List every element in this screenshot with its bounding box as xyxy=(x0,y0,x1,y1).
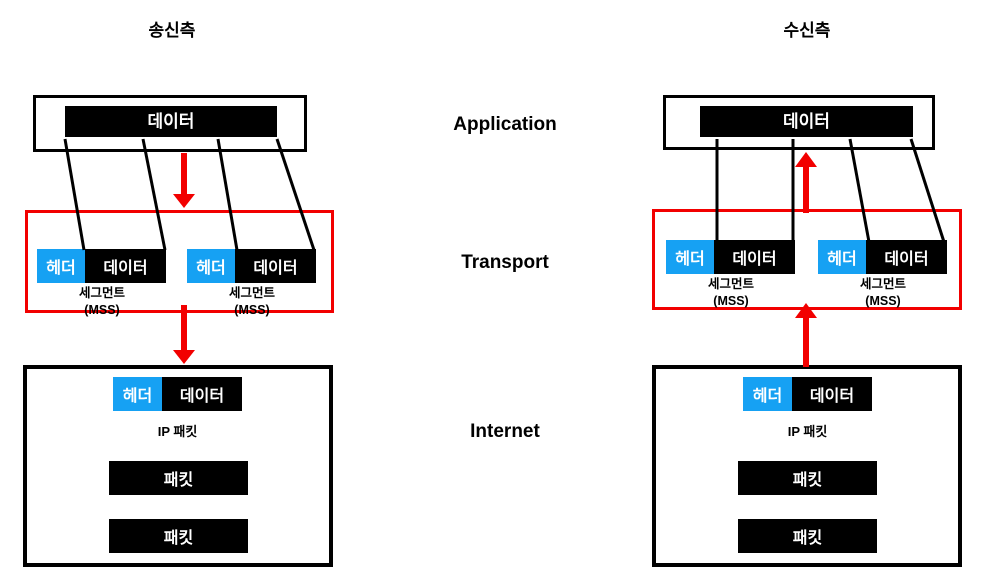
header-block: 헤더 xyxy=(187,249,235,283)
packet-block: 패킷 xyxy=(738,519,877,553)
down-arrow-icon xyxy=(173,153,195,208)
data-block: 데이터 xyxy=(700,106,913,137)
receiver-internet-box: 헤더 데이터 IP 패킷 패킷 패킷 xyxy=(652,365,962,567)
mss-label: (MSS) xyxy=(865,294,901,308)
data-block: 데이터 xyxy=(85,249,166,283)
segment-label: 세그먼트 xyxy=(859,277,906,291)
segment-1: 헤더 데이터 세그먼트 (MSS) xyxy=(37,249,167,319)
data-block: 데이터 xyxy=(792,377,872,411)
ip-packet-row: 헤더 데이터 xyxy=(113,377,242,411)
segment-label: 세그먼트 xyxy=(707,277,754,291)
segment-2: 헤더 데이터 세그먼트 (MSS) xyxy=(818,240,948,310)
data-block: 데이터 xyxy=(866,240,947,274)
sender-internet-box: 헤더 데이터 IP 패킷 패킷 패킷 xyxy=(23,365,333,567)
mss-label: (MSS) xyxy=(84,303,120,317)
segment-2: 헤더 데이터 세그먼트 (MSS) xyxy=(187,249,317,319)
mss-label: (MSS) xyxy=(234,303,270,317)
sender-transport-box: 헤더 데이터 세그먼트 (MSS) 헤더 데이터 세그먼트 (MSS) xyxy=(25,210,334,317)
header-block: 헤더 xyxy=(113,377,162,411)
ip-packet-row: 헤더 데이터 xyxy=(743,377,872,411)
header-block: 헤더 xyxy=(666,240,714,274)
sender-title: 송신측 xyxy=(148,21,196,40)
data-block: 데이터 xyxy=(65,106,277,137)
header-block: 헤더 xyxy=(37,249,85,283)
packet-block: 패킷 xyxy=(738,461,877,495)
header-block: 헤더 xyxy=(818,240,866,274)
mss-label: (MSS) xyxy=(713,294,749,308)
receiver-transport-box: 헤더 데이터 세그먼트 (MSS) 헤더 데이터 세그먼트 (MSS) xyxy=(652,209,962,310)
packet-block: 패킷 xyxy=(109,461,248,495)
up-arrow-icon xyxy=(795,303,817,367)
sender-application-box: 데이터 xyxy=(33,95,307,152)
ip-packet-label: IP 패킷 xyxy=(157,424,198,439)
receiver-application-box: 데이터 xyxy=(663,95,935,150)
data-block: 데이터 xyxy=(162,377,242,411)
ip-packet-label: IP 패킷 xyxy=(787,424,828,439)
data-block: 데이터 xyxy=(235,249,316,283)
receiver-title: 수신측 xyxy=(783,21,831,40)
segment-label: 세그먼트 xyxy=(78,286,125,300)
segment-1: 헤더 데이터 세그먼트 (MSS) xyxy=(666,240,796,310)
segment-label: 세그먼트 xyxy=(228,286,275,300)
header-block: 헤더 xyxy=(743,377,792,411)
layer-label-application: Application xyxy=(453,114,557,135)
layer-label-internet: Internet xyxy=(470,421,540,442)
up-arrow-icon xyxy=(795,152,817,213)
packet-block: 패킷 xyxy=(109,519,248,553)
layer-label-transport: Transport xyxy=(461,252,549,273)
data-block: 데이터 xyxy=(714,240,795,274)
